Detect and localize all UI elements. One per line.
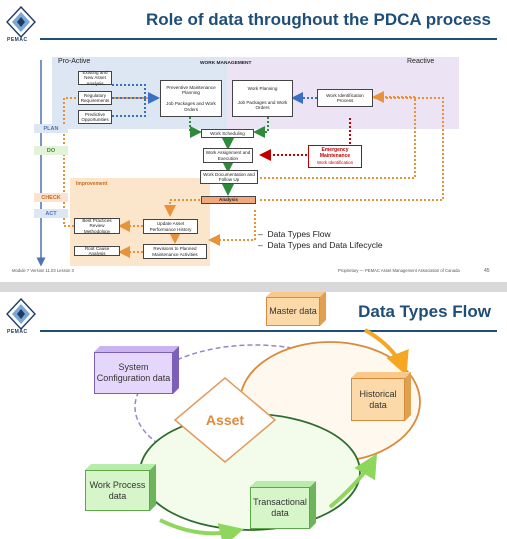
logo-text: PEMAC: [7, 37, 28, 43]
box-predictive: Predictive Opportunities: [78, 110, 112, 124]
box-root-cause: Root Cause Analysis: [74, 246, 120, 256]
box-work-scheduling: Work Scheduling: [201, 129, 254, 138]
slide-title: Role of data throughout the PDCA process: [145, 10, 491, 29]
phase-check: CHECK: [34, 193, 68, 202]
job-packages-right-label: Job Packages and Work Orders: [237, 100, 288, 111]
reactive-label: Reactive: [407, 58, 435, 65]
bullet-list: – Data Types Flow – Data Types and Data …: [258, 229, 383, 252]
historical-data-box: Historical data: [351, 378, 405, 421]
system-config-data-box: System Configuration data: [94, 352, 173, 394]
slide-separator: [0, 282, 507, 292]
box-work-identification: Work Identification Process: [317, 89, 373, 107]
job-packages-left-label: Job Packages and Work Orders: [166, 101, 216, 112]
preventive-label: Preventive Maintenance Planning: [166, 84, 216, 96]
bullet-item: – Data Types Flow: [258, 229, 331, 239]
slide-pdca: PEMAC Role of data throughout the PDCA p…: [6, 6, 497, 274]
work-planning-label: Work Planning: [247, 86, 278, 92]
pemac-logo-icon: [6, 298, 36, 331]
pemac-logo-icon: [6, 6, 36, 39]
improvement-label: Improvement: [76, 181, 108, 187]
box-work-documentation: Work Documentation and Follow Up: [200, 170, 258, 184]
phase-do: DO: [34, 146, 68, 155]
title-rule: [40, 38, 497, 40]
slide-data-types-flow: PEMAC Data Types Flow Asset Master data …: [0, 292, 507, 539]
asset-label: Asset: [205, 411, 245, 428]
phase-plan: PLAN: [34, 124, 68, 133]
bullet-item: – Data Types and Data Lifecycle: [258, 240, 383, 251]
phase-act: ACT: [34, 209, 68, 218]
pro-active-label: Pro-Active: [58, 58, 91, 65]
slide-title: Data Types Flow: [358, 302, 491, 321]
box-regulatory: Regulatory Requirements: [78, 91, 112, 105]
box-existing-asset: Existing and New Asset Analysis: [78, 70, 112, 86]
box-revisions: Revisions to Planned Maintenance Activit…: [143, 244, 207, 259]
box-work-planning: Work Planning Job Packages and Work Orde…: [232, 80, 293, 117]
box-emergency: Emergency Maintenance Work Identificatio…: [308, 145, 362, 168]
emergency-title: Emergency Maintenance: [319, 147, 351, 159]
work-management-label: WORK MANAGEMENT: [200, 61, 252, 66]
box-preventive: Preventive Maintenance Planning Job Pack…: [160, 80, 222, 117]
transactional-data-box: Transactional data: [250, 487, 310, 529]
work-process-data-box: Work Process data: [85, 470, 150, 511]
master-data-box: Master data: [266, 297, 320, 326]
pdca-diagram: [36, 57, 459, 267]
box-work-assignment: Work Assignment and Execution: [203, 148, 253, 163]
title-rule: [40, 330, 497, 332]
box-best-practices: Best Practices Review Methodology: [74, 218, 120, 234]
emergency-sub: Work Identification: [316, 159, 354, 165]
box-update-asset: Update Asset Performance History: [143, 219, 198, 234]
footer-right: Proprietary — PEMAC Asset Management Ass…: [338, 268, 460, 273]
box-analysis: Analysis: [201, 196, 256, 204]
logo-text: PEMAC: [7, 329, 28, 335]
footer-left: Module 7 Version 11.03 Lesson 3: [12, 268, 74, 273]
page-number: 45: [484, 268, 490, 274]
